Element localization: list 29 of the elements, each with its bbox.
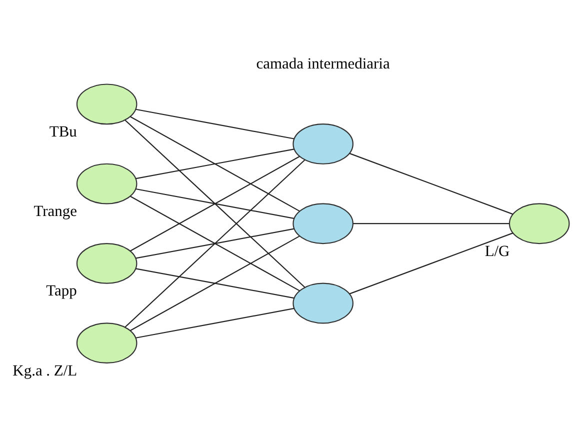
connector [130, 116, 300, 212]
node-label: Trange [34, 202, 78, 220]
connector [130, 235, 300, 330]
connector [136, 228, 294, 258]
node-ellipse [292, 282, 354, 324]
node-ellipse [508, 202, 570, 244]
node-label: TBu [49, 122, 77, 140]
node-ellipse [292, 123, 354, 164]
node-ellipse [76, 162, 138, 204]
connector [124, 159, 306, 328]
node-ellipse [76, 322, 138, 364]
node-ellipse [292, 202, 354, 244]
node-ellipse [76, 242, 138, 284]
node-ellipse [76, 83, 138, 124]
connector [136, 188, 294, 218]
connector [130, 156, 300, 251]
connector [136, 268, 294, 298]
connector [353, 222, 510, 224]
connector [130, 195, 300, 291]
connector [136, 148, 294, 179]
connector [349, 152, 514, 214]
label: camada intermediaria [256, 54, 390, 72]
connector [136, 307, 294, 338]
node-label: Kg.a . Z/L [12, 362, 78, 379]
connector [349, 232, 514, 294]
node-label: L/G [484, 242, 510, 260]
connector [136, 108, 294, 139]
connector [124, 119, 306, 288]
node-label: Tapp [46, 282, 77, 300]
